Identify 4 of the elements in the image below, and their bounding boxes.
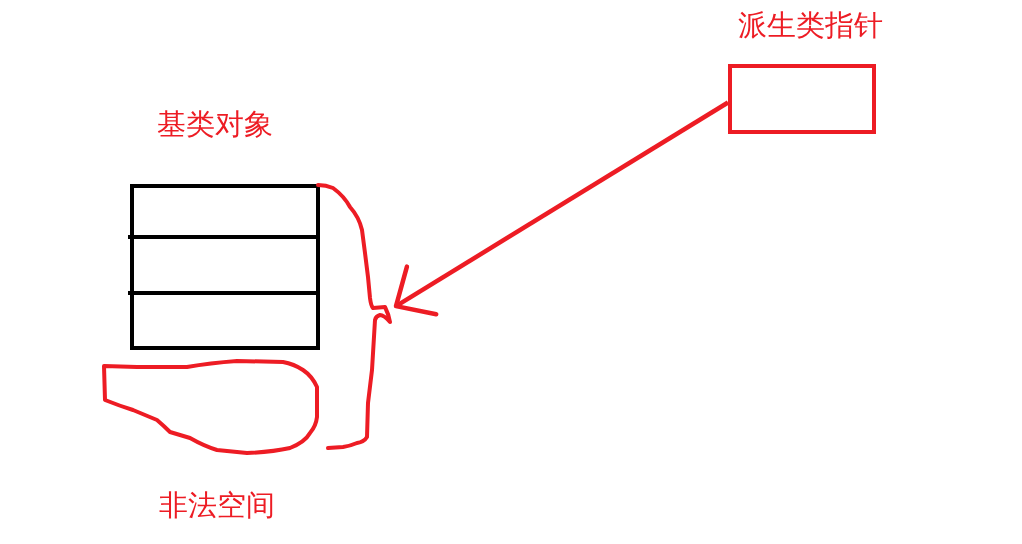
box-heading: 非法空间 [158,488,276,523]
box-heading: 派生类指针 [736,8,884,43]
arrow [393,100,730,317]
box-heading: 基类对象 [156,107,274,142]
